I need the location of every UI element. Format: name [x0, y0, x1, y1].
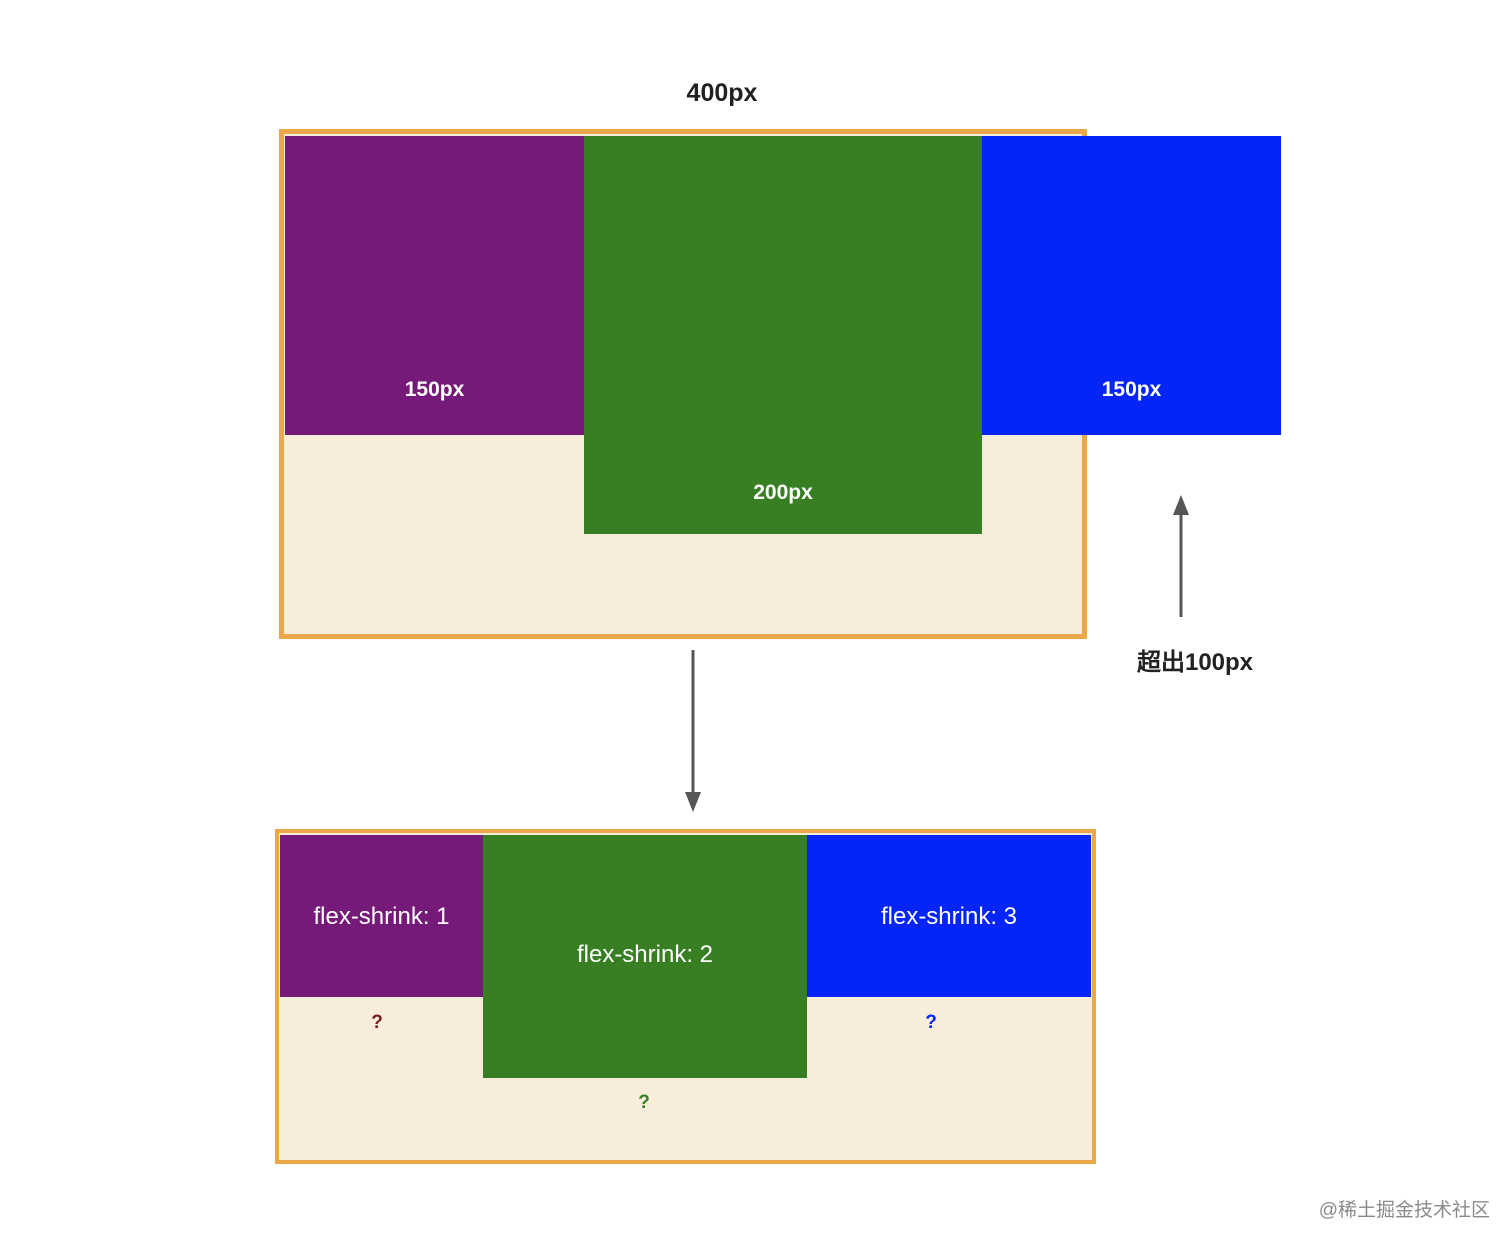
watermark: @稀土掘金技术社区 [1318, 1200, 1490, 1221]
bottom-item-green: flex-shrink: 2 [483, 835, 807, 1078]
unknown-width-blue: ? [925, 1012, 937, 1033]
top-item-green: 200px [584, 136, 982, 534]
up-arrow-icon [1173, 495, 1189, 617]
unknown-width-green: ? [638, 1092, 650, 1113]
top-item-purple-label: 150px [404, 378, 465, 401]
top-item-purple: 150px [285, 136, 584, 435]
top-item-blue-label: 150px [1101, 378, 1162, 401]
top-item-blue: 150px [982, 136, 1281, 435]
bottom-item-purple-label: flex-shrink: 1 [313, 903, 450, 930]
overflow-label: 超出100px [1136, 649, 1254, 676]
bottom-item-green-label: flex-shrink: 2 [576, 941, 714, 968]
bottom-item-blue: flex-shrink: 3 [807, 835, 1091, 997]
unknown-width-purple: ? [371, 1012, 383, 1033]
top-item-green-label: 200px [753, 481, 813, 504]
bottom-item-purple: flex-shrink: 1 [280, 835, 483, 997]
bottom-item-blue-label: flex-shrink: 3 [880, 903, 1018, 930]
down-arrow-icon [685, 650, 701, 812]
container-width-label: 400px [686, 79, 758, 107]
